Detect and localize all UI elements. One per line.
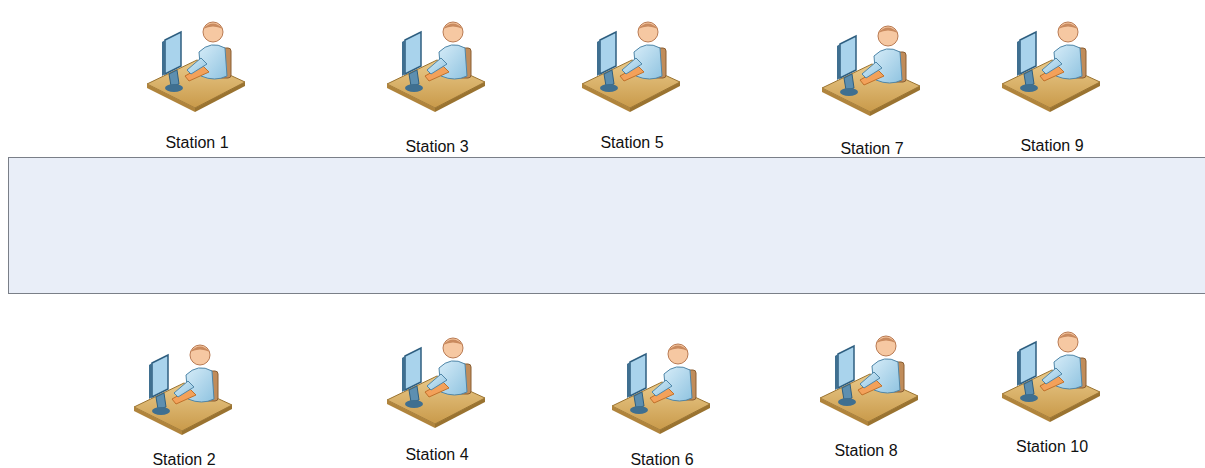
- workstation-icon: [1002, 332, 1100, 422]
- station-label: Station 6: [630, 451, 693, 468]
- station-label: Station 10: [1016, 438, 1088, 456]
- station-label: Station 3: [405, 138, 468, 156]
- station-label: Station 7: [840, 140, 903, 158]
- station-label: Station 8: [834, 442, 897, 460]
- workstation-icon: [822, 26, 920, 116]
- workstation-icon: [1002, 22, 1100, 112]
- station-label: Station 4: [405, 446, 468, 464]
- workstation-icon: [612, 344, 710, 434]
- aisle-band: [9, 158, 1205, 294]
- station-label: Station 2: [152, 451, 215, 468]
- workstation-icon: [147, 22, 245, 112]
- workstation-icon: [387, 338, 485, 428]
- station-label: Station 9: [1020, 137, 1083, 155]
- workstation-icon: [134, 345, 232, 435]
- station-label: Station 1: [165, 134, 228, 152]
- station-label: Station 5: [600, 134, 663, 152]
- workstation-icon: [387, 22, 485, 112]
- workstation-icon: [820, 336, 918, 426]
- workstation-icon: [582, 22, 680, 112]
